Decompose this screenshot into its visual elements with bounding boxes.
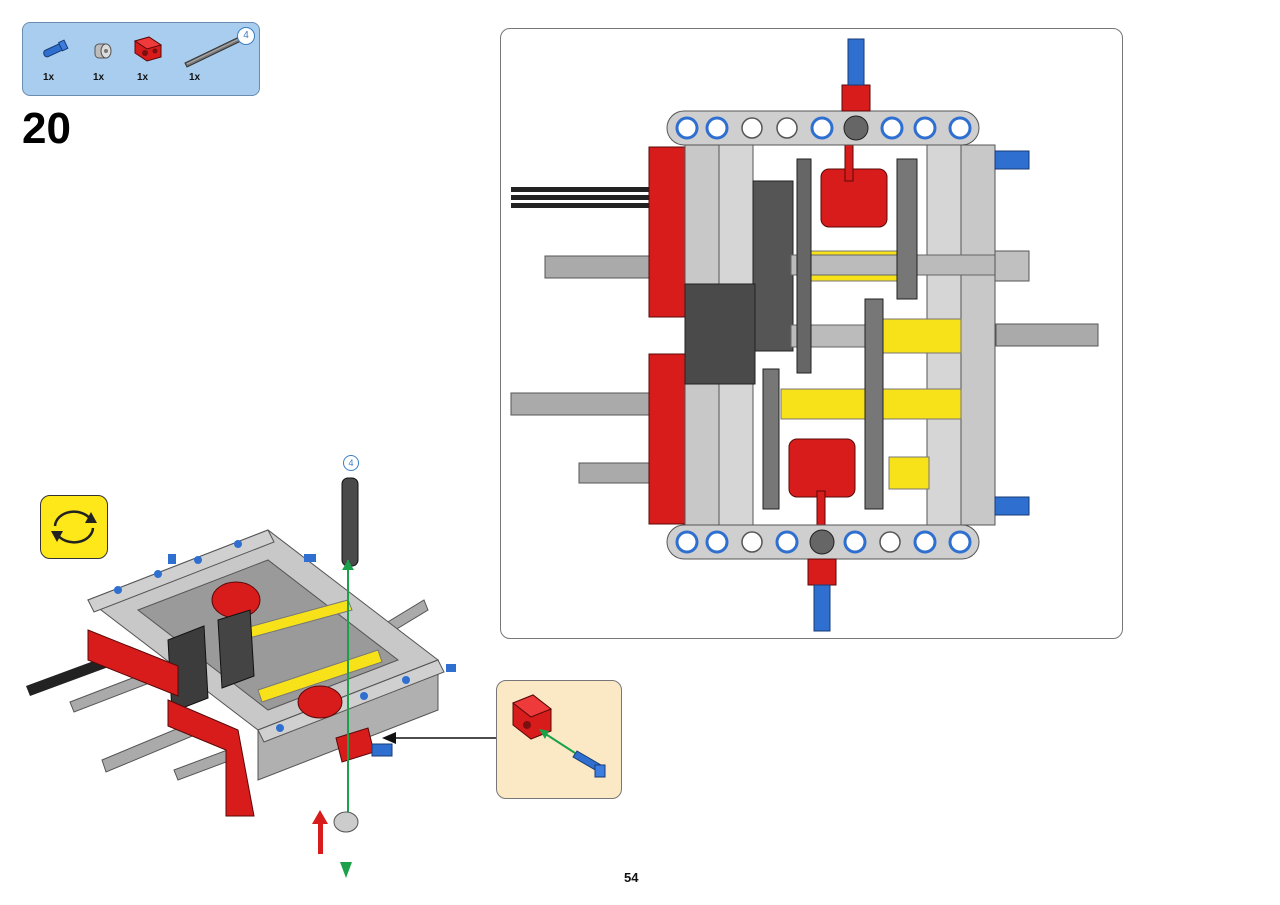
parts-item-grey-bush: 1x (83, 29, 127, 89)
parts-list: 1x 1x 1x 1x 4 (22, 22, 260, 96)
sub-assembly-callout (496, 680, 622, 799)
rotate-model-icon (40, 495, 108, 559)
part-qty: 1x (93, 72, 105, 83)
gearbox-top-view (510, 38, 1099, 632)
axle-length-badge: 4 (237, 27, 255, 45)
step-number: 20 (22, 104, 71, 153)
callout-pointer-arrow (382, 732, 496, 744)
gearbox-isometric (26, 477, 456, 878)
blue-axle-pin-icon (43, 39, 69, 58)
grey-bush-icon (94, 43, 112, 59)
red-connector-icon (133, 36, 163, 62)
page-number: 54 (624, 870, 639, 885)
part-qty: 1x (137, 72, 149, 83)
parts-item-blue-axle-pin: 1x (33, 29, 77, 89)
part-qty: 1x (43, 72, 55, 83)
part-qty: 1x (189, 72, 201, 83)
connector-pin-subassembly (512, 694, 606, 778)
top-view-panel (500, 28, 1123, 639)
parts-item-red-connector: 1x (127, 29, 171, 89)
assembly-view: 4 (18, 450, 478, 885)
axle-length-badge: 4 (343, 455, 359, 471)
